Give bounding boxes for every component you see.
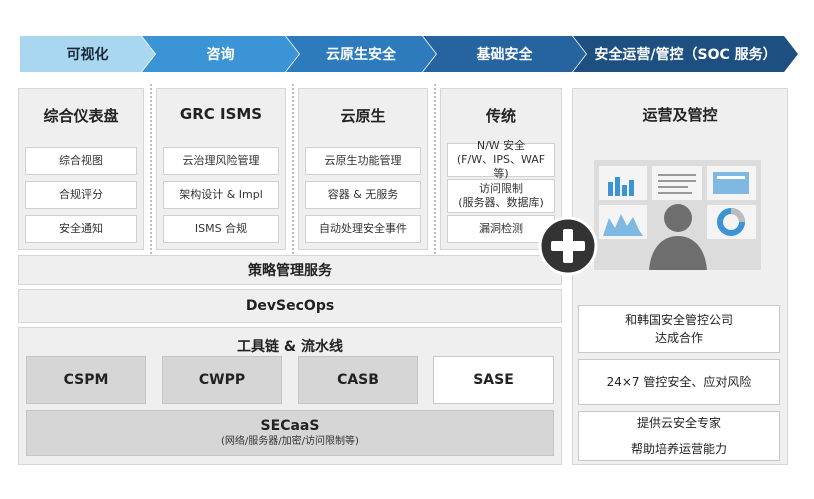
column-item: 云治理风险管理 xyxy=(163,147,279,175)
column-item: N/W 安全 (F/W、IPS、WAF 等) xyxy=(447,139,555,180)
operations-box-monitoring: 24×7 管控安全、应对风险 xyxy=(578,359,780,405)
stage-soc-service: 安全运营/管控（SOC 服务） xyxy=(573,36,798,72)
secaas-box: SECaaS (网络/服务器/加密/访问限制等) xyxy=(26,410,554,456)
operations-line: 帮助培养运营能力 xyxy=(630,442,727,456)
column-cloud-native: 云原生 云原生功能管理 容器 & 无服务 自动处理安全事件 xyxy=(298,88,428,250)
stage-visualization: 可视化 xyxy=(20,36,155,72)
column-divider xyxy=(150,84,152,254)
item-line: (F/W、IPS、WAF 等) xyxy=(456,153,546,180)
item-line: (服务器、数据库) xyxy=(458,196,544,209)
operations-line: 和韩国安全管控公司 xyxy=(624,313,733,327)
column-item: 云原生功能管理 xyxy=(305,147,421,175)
column-item: 漏洞检测 xyxy=(447,215,555,243)
operator-monitor-wall-icon xyxy=(594,160,761,270)
column-item: 综合视图 xyxy=(25,147,137,175)
item-line: 漏洞检测 xyxy=(479,222,523,235)
policy-management-bar: 策略管理服务 xyxy=(18,255,562,285)
operations-box-partnership: 和韩国安全管控公司 达成合作 xyxy=(578,305,780,353)
secaas-subtitle: (网络/服务器/加密/访问限制等) xyxy=(221,436,359,447)
stage-label: 云原生安全 xyxy=(326,47,396,63)
stage-cloud-native-security: 云原生安全 xyxy=(286,36,436,72)
operations-title: 运营及管控 xyxy=(642,106,718,124)
stage-basic-security: 基础安全 xyxy=(423,36,586,72)
column-divider xyxy=(434,84,436,254)
toolchain-title: 工具链 & 流水线 xyxy=(237,339,343,355)
tool-casb: CASB xyxy=(298,356,418,404)
column-item: ISMS 合规 xyxy=(163,215,279,243)
operations-line: 达成合作 xyxy=(654,331,703,345)
tool-cwpp: CWPP xyxy=(162,356,282,404)
column-item: 自动处理安全事件 xyxy=(305,215,421,243)
column-title: GRC ISMS xyxy=(179,105,263,123)
column-title: 综合仪表盘 xyxy=(43,107,119,125)
operations-panel xyxy=(572,88,788,465)
column-item: 访问限制 (服务器、数据库) xyxy=(447,179,555,213)
stage-label: 安全运营/管控（SOC 服务） xyxy=(594,47,777,63)
devsecops-bar: DevSecOps xyxy=(18,289,562,323)
column-dashboard: 综合仪表盘 综合视图 合规评分 安全通知 xyxy=(18,88,144,250)
secaas-title: SECaaS xyxy=(260,418,320,434)
column-item: 安全通知 xyxy=(25,215,137,243)
column-item: 容器 & 无服务 xyxy=(305,181,421,209)
column-traditional: 传统 N/W 安全 (F/W、IPS、WAF 等) 访问限制 (服务器、数据库)… xyxy=(440,88,562,250)
stage-label: 基础安全 xyxy=(476,47,533,63)
plus-icon xyxy=(538,216,598,276)
column-grc-isms: GRC ISMS 云治理风险管理 架构设计 & Impl ISMS 合规 xyxy=(156,88,286,250)
column-item: 架构设计 & Impl xyxy=(163,181,279,209)
column-item: 合规评分 xyxy=(25,181,137,209)
column-divider xyxy=(292,84,294,254)
operations-line: 24×7 管控安全、应对风险 xyxy=(606,375,752,389)
column-title: 云原生 xyxy=(340,107,386,125)
stage-label: 可视化 xyxy=(66,47,109,63)
stage-consulting: 咨询 xyxy=(142,36,299,72)
tool-cspm: CSPM xyxy=(26,356,146,404)
operations-line: 提供云安全专家 xyxy=(636,416,721,430)
tool-sase: SASE xyxy=(433,356,554,404)
item-line: N/W 安全 xyxy=(476,139,526,152)
column-title: 传统 xyxy=(485,107,516,125)
item-line: 访问限制 xyxy=(479,182,523,195)
stage-label: 咨询 xyxy=(206,47,235,63)
operations-box-experts: 提供云安全专家 帮助培养运营能力 xyxy=(578,411,780,461)
